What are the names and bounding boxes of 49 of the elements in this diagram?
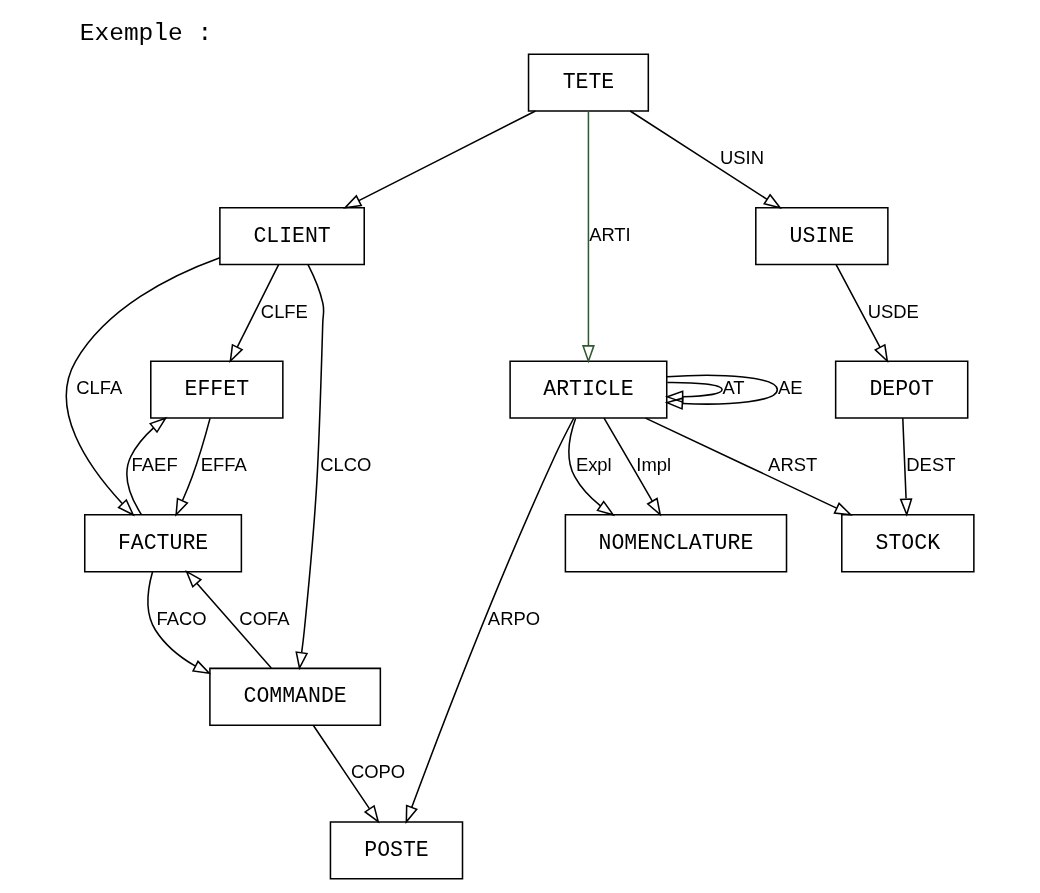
arrow <box>899 417 913 517</box>
edge-label: FAEF <box>131 454 178 476</box>
edge-label: FACO <box>156 607 207 629</box>
arrow <box>175 417 211 517</box>
edge-label: DEST <box>906 454 956 476</box>
arrow <box>835 263 889 364</box>
edge-label: AT <box>722 377 745 399</box>
node-box: POSTE <box>329 821 464 880</box>
node-box: NOMENCLATURE <box>564 514 788 573</box>
arrow <box>185 569 273 669</box>
arrow <box>126 416 168 516</box>
edge-label: CLFE <box>260 300 308 322</box>
arrow <box>295 263 325 671</box>
arrow <box>644 417 853 516</box>
arrow <box>664 381 723 404</box>
node-box: FACTURE <box>84 514 243 573</box>
node-box: EFFET <box>150 360 284 419</box>
arrow <box>664 374 779 410</box>
edge-label: COPO <box>350 761 406 783</box>
arrow <box>147 571 212 675</box>
edge-label: COFA <box>239 607 290 629</box>
node-box: CLIENT <box>219 206 365 266</box>
edge-label: ARTI <box>589 223 631 245</box>
node-box: STOCK <box>841 514 975 573</box>
arrow <box>343 110 537 209</box>
arrow <box>65 257 221 517</box>
edge-label: Expl <box>575 454 612 476</box>
node-box: USINE <box>755 206 889 266</box>
arrow <box>405 417 575 824</box>
edge-label: ARPO <box>487 607 541 629</box>
arrow <box>603 417 662 517</box>
edge-label: EFFA <box>200 454 247 476</box>
edge-label: USDE <box>867 300 919 322</box>
arrow <box>229 263 280 364</box>
edge-label: USIN <box>719 147 764 169</box>
node-box: COMMANDE <box>209 667 382 726</box>
arrow <box>312 724 380 824</box>
edge-label: CLFA <box>76 377 123 399</box>
arrow <box>581 110 595 364</box>
node-box: TETE <box>527 53 650 112</box>
node-box: DEPOT <box>834 360 969 419</box>
edge-label: Impl <box>636 454 672 476</box>
edge-label: CLCO <box>320 454 372 476</box>
arrow <box>568 417 616 517</box>
edge-label: AE <box>778 377 803 399</box>
arrow <box>629 110 783 209</box>
node-box: ARTICLE <box>509 360 668 419</box>
edge-label: ARST <box>768 454 818 476</box>
diagram-title: Exemple : <box>79 20 213 48</box>
